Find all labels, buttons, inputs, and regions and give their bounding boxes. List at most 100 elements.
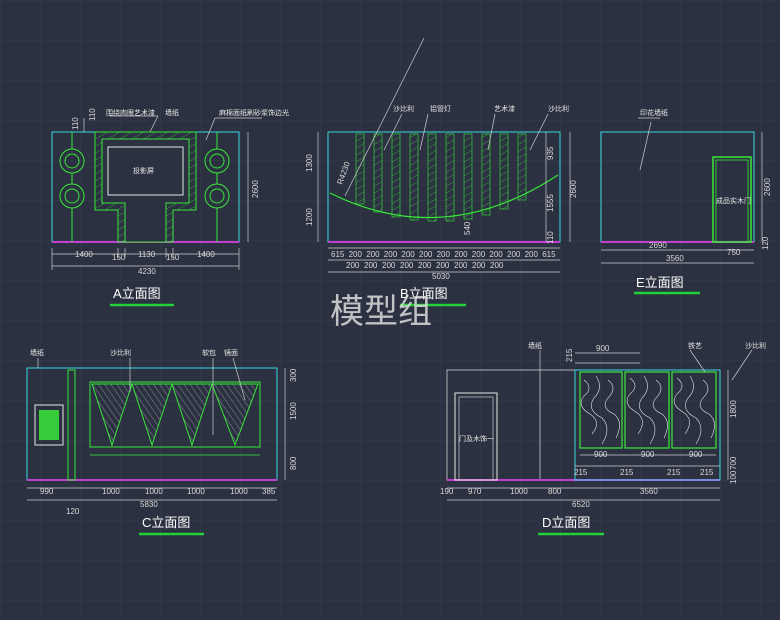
elevation-b-dim-right-0: 935: [546, 146, 555, 160]
elevation-d-dim-mid-1: 900: [641, 450, 655, 459]
elevation-a-dim-b3: 150: [166, 253, 180, 262]
elevation-b-dim-row1-7: 200: [454, 250, 468, 259]
elevation-c-dim-b3: 1000: [187, 487, 205, 496]
elevation-b-dim-row1-9: 200: [489, 250, 503, 259]
elevation-c-dim-b4: 1000: [230, 487, 248, 496]
elevation-b-dim-total: 5030: [432, 272, 450, 281]
elevation-b-dim-row2-6: 200: [454, 261, 468, 270]
elevation-c: 墙纸 沙比利 软包 镜面 990 1000 1000 1000 1000 385…: [26, 348, 298, 536]
elevation-b-dim-row1-0: 615: [331, 250, 345, 259]
elevation-c-dim-total: 5830: [140, 500, 158, 509]
elevation-d-panel: [574, 369, 721, 481]
elevation-d-dim-top-0: 215: [565, 348, 574, 362]
elevation-a-dim-left-0: 110: [71, 117, 80, 130]
elevation-a-dim-right: 2600: [251, 180, 260, 198]
elevation-b-dim-row1-11: 200: [525, 250, 539, 259]
elevation-b-dim-row2-5: 200: [436, 261, 450, 270]
elevation-a-dim-left-1: 110: [88, 108, 97, 121]
elevation-d-dim-top-1: 900: [596, 344, 610, 353]
elevation-b-label-1: 铝管灯: [430, 104, 451, 113]
elevation-c-dim-b0: 990: [40, 487, 54, 496]
elevation-b-dim-right-1: 1555: [546, 194, 555, 212]
elevation-e-door: [715, 159, 749, 243]
elevation-a-circles: [59, 132, 230, 242]
elevation-c-label-1: 沙比利: [110, 348, 131, 357]
elevation-a-label-3: 投影屏: [133, 166, 154, 175]
elevation-c-title: C立面图: [142, 515, 190, 530]
elevation-b-dim-row2-8: 200: [490, 261, 504, 270]
elevation-b-arc: [329, 174, 559, 219]
elevation-a-label-0: 围绕肉眼艺术漆: [106, 108, 155, 117]
elevation-d-dim-total: 6520: [572, 500, 590, 509]
elevation-d-dim-mid-2: 900: [689, 450, 703, 459]
elevation-e: 印花墙纸 成品实木门 2690 750 120 3560 2600 E立面图: [600, 108, 772, 295]
elevation-b-dim-row1-4: 200: [401, 250, 415, 259]
elevation-a-dim-total: 4230: [138, 267, 156, 276]
elevation-c-dim-b2: 1000: [145, 487, 163, 496]
elevation-d-dim-low-1: 215: [620, 468, 634, 477]
elevation-e-dim-b0: 2690: [649, 241, 667, 250]
elevation-b-dim-left-0: 1300: [305, 154, 314, 172]
elevation-b-dim-inner: 540: [463, 221, 472, 235]
elevation-d-dim-b3: 800: [548, 487, 562, 496]
elevation-e-dim-total: 3560: [666, 254, 684, 263]
elevation-b-dim-row2-3: 200: [400, 261, 414, 270]
elevation-a-dim-b0: 1400: [75, 250, 93, 259]
elevation-d-dim-low-0: 215: [574, 468, 588, 477]
elevation-c-frame-art: [39, 410, 59, 440]
elevation-d-label-3: 门及木饰一: [459, 434, 494, 443]
elevation-d-dim-right-1: 700: [729, 456, 738, 470]
elevation-d-title: D立面图: [542, 515, 590, 530]
elevation-d-dim-mid-0: 900: [594, 450, 608, 459]
elevation-b: 沙比利 铝管灯 艺术漆 沙比利 R4230 540 1300 1200 935 …: [305, 37, 578, 307]
elevation-a-dim-b1: 150: [112, 253, 126, 262]
elevation-b-dim-right-total: 2600: [569, 180, 578, 198]
elevation-b-dim-row1-6: 200: [437, 250, 451, 259]
elevation-b-dim-left-1: 1200: [305, 208, 314, 226]
elevation-d-label-0: 墙纸: [528, 341, 542, 350]
elevation-b-dim-row2-4: 200: [418, 261, 432, 270]
elevation-e-dim-right: 2600: [763, 178, 772, 196]
elevation-d-screen-texture: [580, 375, 715, 445]
projection-screen: [107, 146, 184, 196]
elevation-c-dim-b5: 385: [262, 487, 276, 496]
elevation-a-title: A立面图: [113, 286, 161, 301]
elevation-d-dim-right-2: 100: [729, 470, 738, 484]
elevation-b-dim-row1-1: 200: [349, 250, 363, 259]
elevation-d-dim-low-2: 215: [667, 468, 681, 477]
elevation-b-dim-right-2: 110: [546, 231, 555, 244]
elevation-a-dim-b4: 1400: [197, 250, 215, 259]
elevation-a-label-2: 麻棉面纸刷砂浆饰边光: [219, 108, 289, 117]
elevation-b-slats: [355, 133, 527, 222]
elevation-e-dim-b1: 750: [727, 248, 741, 257]
elevation-c-dim-right-0: 300: [289, 368, 298, 382]
elevation-b-label-3: 沙比利: [548, 104, 569, 113]
elevation-a-label-1: 墙纸: [165, 108, 179, 117]
elevation-e-title: E立面图: [636, 275, 684, 290]
elevation-e-label-0: 印花墙纸: [640, 108, 668, 117]
elevation-d-dim-low-3: 215: [700, 468, 714, 477]
elevation-d-label-1: 铁艺: [688, 341, 702, 350]
elevation-d-dim-b2: 1000: [510, 487, 528, 496]
elevation-d-dim-b1: 970: [468, 487, 482, 496]
elevation-a-dim-b2: 1130: [138, 250, 156, 259]
elevation-b-dim-row1-10: 200: [507, 250, 521, 259]
elevation-b-label-0: 沙比利: [393, 104, 414, 113]
elevation-b-dim-row1-12: 615: [542, 250, 556, 259]
elevation-c-triangles: [91, 383, 259, 447]
elevation-b-dim-row2-7: 200: [472, 261, 486, 270]
elevation-c-label-3: 镜面: [224, 348, 238, 357]
elevation-e-dim-b2: 120: [761, 236, 770, 250]
elevation-c-label-2: 软包: [202, 348, 216, 357]
elevation-b-dim-row1-8: 200: [472, 250, 486, 259]
elevation-b-dim-row1-3: 200: [384, 250, 398, 259]
elevation-d: 墙纸 铁艺 沙比利 门及木饰一 215 900 900 900 900 215 …: [440, 341, 766, 536]
elevation-d-dim-sub: 3560: [640, 487, 658, 496]
watermark: 模型组: [330, 293, 432, 331]
elevation-d-dim-b0: 190: [440, 487, 454, 496]
elevation-d-label-2: 沙比利: [745, 341, 766, 350]
